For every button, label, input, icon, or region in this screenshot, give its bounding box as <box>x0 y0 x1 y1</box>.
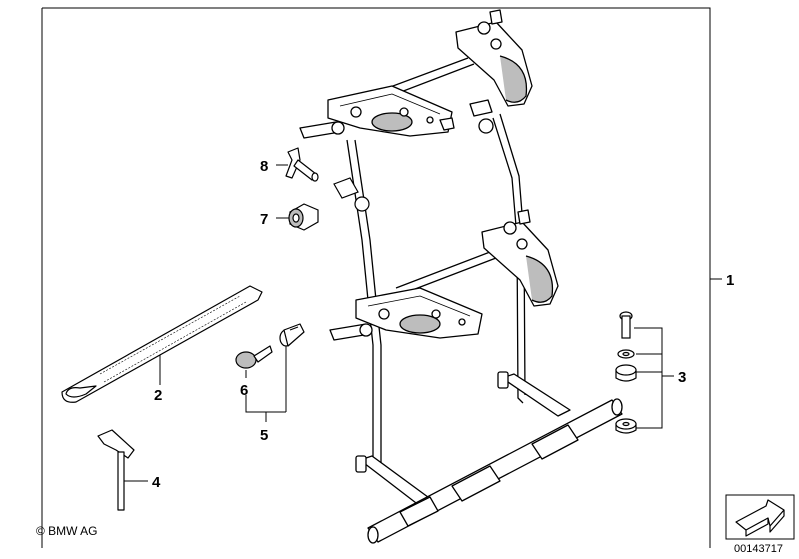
part-5-lock-cylinder <box>279 323 305 347</box>
base-rear-leg <box>501 373 571 417</box>
leg-cap-left <box>355 455 367 473</box>
callout-3: 3 <box>678 369 686 386</box>
part-6-key <box>235 345 273 369</box>
rear-left-upright-inner <box>499 113 526 396</box>
part-3-washer <box>617 349 635 359</box>
callout-1: 1 <box>726 272 734 289</box>
part-7-knurled-nut <box>288 203 319 231</box>
callout-6: 6 <box>240 382 248 399</box>
copyright-text: © BMW AG <box>36 524 98 538</box>
part-2-strap <box>61 285 263 403</box>
lower-front-clamp <box>329 287 483 341</box>
base-tube-end-left <box>367 526 379 544</box>
base-sleeve-3 <box>399 496 439 527</box>
base-tube-end-right <box>611 398 623 416</box>
mid-crossbar <box>395 251 497 295</box>
upright-knob <box>333 177 370 212</box>
leader-item-6-5 <box>245 346 287 422</box>
arrow-icon <box>735 499 785 537</box>
callout-8: 8 <box>260 158 268 175</box>
base-sleeve-2 <box>451 465 501 502</box>
bracket-item-1 <box>41 7 711 548</box>
leader-item-3 <box>634 327 674 429</box>
leg-cap-right <box>497 371 509 389</box>
part-3-spacer <box>615 364 637 382</box>
part-3-bolt <box>619 311 633 339</box>
callout-5: 5 <box>260 427 268 444</box>
callout-4: 4 <box>152 474 161 491</box>
part-4-t-handle-key <box>97 429 135 511</box>
upper-rear-clamp <box>455 9 533 134</box>
upper-front-clamp <box>299 85 455 139</box>
callout-2: 2 <box>154 387 162 404</box>
callout-7: 7 <box>260 211 268 228</box>
part-3-nut <box>615 418 637 434</box>
base-front-leg <box>359 455 433 507</box>
reference-number: 00143717 <box>734 543 783 555</box>
base-sleeve-1 <box>531 424 579 460</box>
lower-rear-clamp <box>481 209 559 307</box>
part-8-wing-bolt <box>285 147 319 182</box>
